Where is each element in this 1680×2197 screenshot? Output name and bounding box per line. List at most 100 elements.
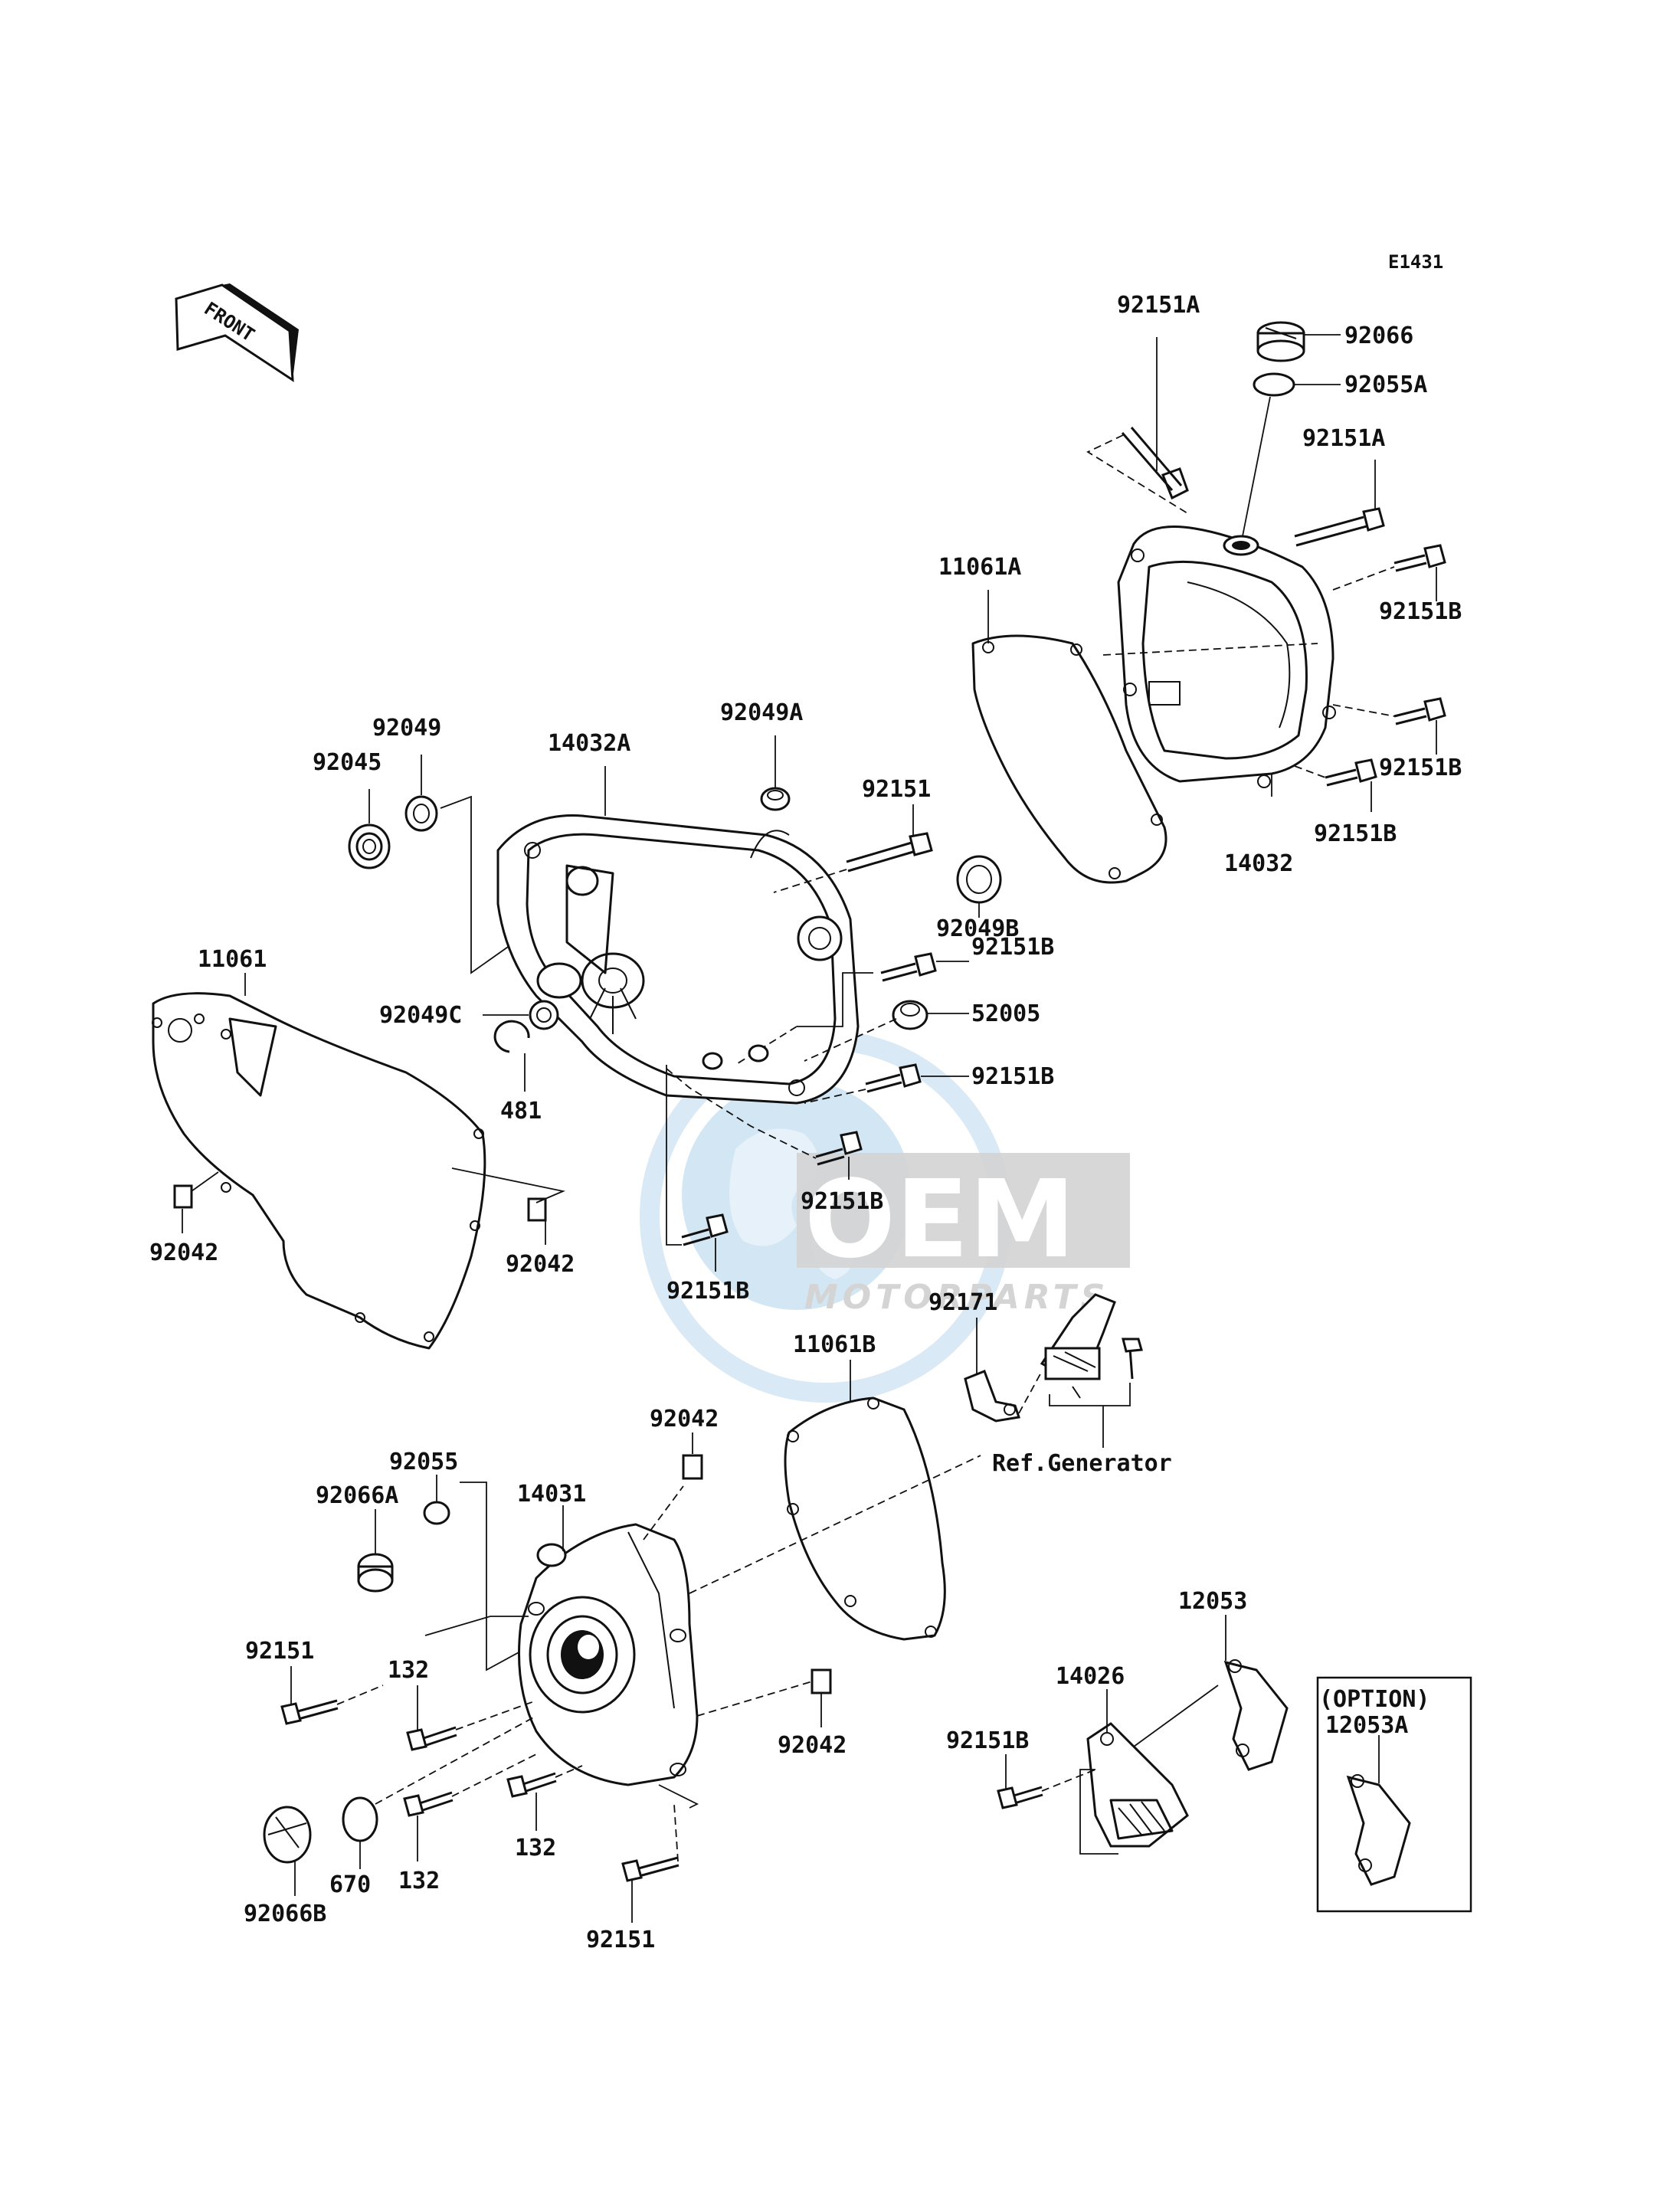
front-arrow-icon: FRONT (175, 283, 299, 382)
gasket-11061 (152, 992, 486, 1350)
gasket-11061a (971, 634, 1167, 884)
label-14031: 14031 (517, 1481, 586, 1508)
bolt-icon (846, 832, 933, 873)
dowel-collar-icon (892, 1000, 928, 1030)
label-92042-low: 92042 (650, 1406, 719, 1432)
label-92151-b: 92151 (586, 1927, 655, 1953)
o-ring-icon (423, 1501, 450, 1525)
label-ref-generator: Ref.Generator (992, 1450, 1172, 1477)
inner-cover-body (496, 814, 860, 1105)
label-92151b-m3: 92151B (801, 1188, 883, 1215)
label-132-a: 132 (388, 1657, 429, 1684)
label-12053a: 12053A (1325, 1712, 1408, 1739)
label-92055: 92055 (389, 1449, 458, 1475)
label-92042-mid: 92042 (506, 1251, 575, 1278)
short-bolt-icon (865, 1063, 922, 1093)
screw-icon (406, 1726, 457, 1751)
bearing-icon (348, 823, 391, 869)
option-box (1316, 1676, 1472, 1913)
label-11061b: 11061B (793, 1331, 876, 1358)
guide-cover-icon (1086, 1722, 1189, 1848)
label-92055a: 92055A (1344, 372, 1427, 398)
label-92066a: 92066A (316, 1482, 398, 1509)
label-92049: 92049 (372, 715, 441, 742)
plug-icon (357, 1553, 394, 1593)
circlip-icon (493, 1020, 530, 1053)
short-bolt-icon (1325, 758, 1377, 787)
pulser-bracket-icon (964, 1370, 1020, 1423)
dowel-pin-icon (527, 1197, 547, 1222)
inner-cover-group (348, 735, 1002, 1272)
o-ring-icon (342, 1796, 378, 1842)
bolt-icon (280, 1699, 339, 1725)
short-bolt-icon (997, 1786, 1043, 1809)
clutch-cover-group (971, 321, 1446, 884)
label-92151-l: 92151 (245, 1638, 314, 1665)
label-92151a-right: 92151A (1302, 425, 1385, 452)
generator-cover-group (263, 1293, 1143, 1923)
label-92151b-m4: 92151B (666, 1278, 749, 1305)
watermark-subtext: MOTORPARTS (804, 1278, 1109, 1317)
label-92049a: 92049A (720, 699, 803, 726)
label-132-b: 132 (398, 1868, 440, 1894)
gasket-11061b (784, 1396, 946, 1641)
callout-labels: 92066 92151A 92055A 92151A 11061A 92151B… (149, 292, 1462, 1953)
short-bolt-icon (815, 1131, 863, 1166)
oil-seal-icon (529, 1000, 559, 1030)
label-670: 670 (329, 1871, 371, 1898)
label-14032: 14032 (1224, 850, 1293, 877)
generator-cover-body (518, 1523, 699, 1786)
option-guard-plate-icon (1346, 1774, 1411, 1886)
oil-filler-cap-icon (1256, 321, 1305, 362)
label-92049c: 92049C (379, 1002, 462, 1029)
clutch-cover-shell (1117, 526, 1336, 788)
label-92066: 92066 (1344, 323, 1413, 349)
guard-plate-icon (1223, 1659, 1289, 1771)
oil-seal-icon (760, 787, 791, 811)
bolt-icon (621, 1856, 680, 1882)
label-92151b-r3: 92151B (1314, 820, 1397, 847)
label-92171: 92171 (928, 1289, 997, 1316)
screw-icon (1122, 1338, 1143, 1380)
label-12053: 12053 (1178, 1588, 1247, 1615)
label-92151: 92151 (862, 776, 931, 803)
short-bolt-icon (681, 1213, 729, 1246)
label-481: 481 (500, 1098, 542, 1125)
label-11061: 11061 (198, 946, 267, 973)
label-92042-bot: 92042 (778, 1732, 847, 1759)
pickup-coil-icon (1040, 1293, 1116, 1399)
bolt-icon (1294, 507, 1385, 547)
left-gasket-group (152, 973, 565, 1350)
label-92151b-r1: 92151B (1379, 598, 1462, 625)
plug-icon (263, 1806, 312, 1864)
screw-icon (403, 1791, 454, 1817)
label-132-c: 132 (515, 1835, 556, 1861)
label-92151a-top: 92151A (1117, 292, 1200, 319)
diagram-code: E1431 (1388, 251, 1443, 273)
label-92066b: 92066B (244, 1901, 326, 1927)
label-option: (OPTION) (1319, 1686, 1430, 1713)
short-bolt-icon (880, 952, 937, 982)
dowel-pin-icon (811, 1668, 832, 1694)
label-92049b: 92049B (936, 915, 1019, 942)
dowel-pin-icon (682, 1454, 703, 1480)
label-92151b-bot: 92151B (946, 1727, 1029, 1754)
short-bolt-icon (1393, 697, 1446, 725)
label-92045: 92045 (313, 749, 382, 776)
short-bolt-icon (1393, 544, 1446, 572)
label-14032a: 14032A (548, 730, 630, 757)
screw-icon (506, 1772, 557, 1798)
watermark-letters-block (797, 1153, 1130, 1268)
chain-guide-group (997, 1615, 1472, 1913)
label-92151b-m2: 92151B (971, 1063, 1054, 1090)
o-ring-icon (1253, 372, 1295, 397)
dowel-pin-icon (173, 1184, 193, 1209)
oil-seal-icon (956, 855, 1002, 904)
long-bolt-icon (1121, 427, 1189, 500)
label-11061a: 11061A (938, 554, 1021, 581)
label-92151b-r2: 92151B (1379, 755, 1462, 781)
label-14026: 14026 (1056, 1663, 1125, 1690)
label-92042-left: 92042 (149, 1239, 218, 1266)
